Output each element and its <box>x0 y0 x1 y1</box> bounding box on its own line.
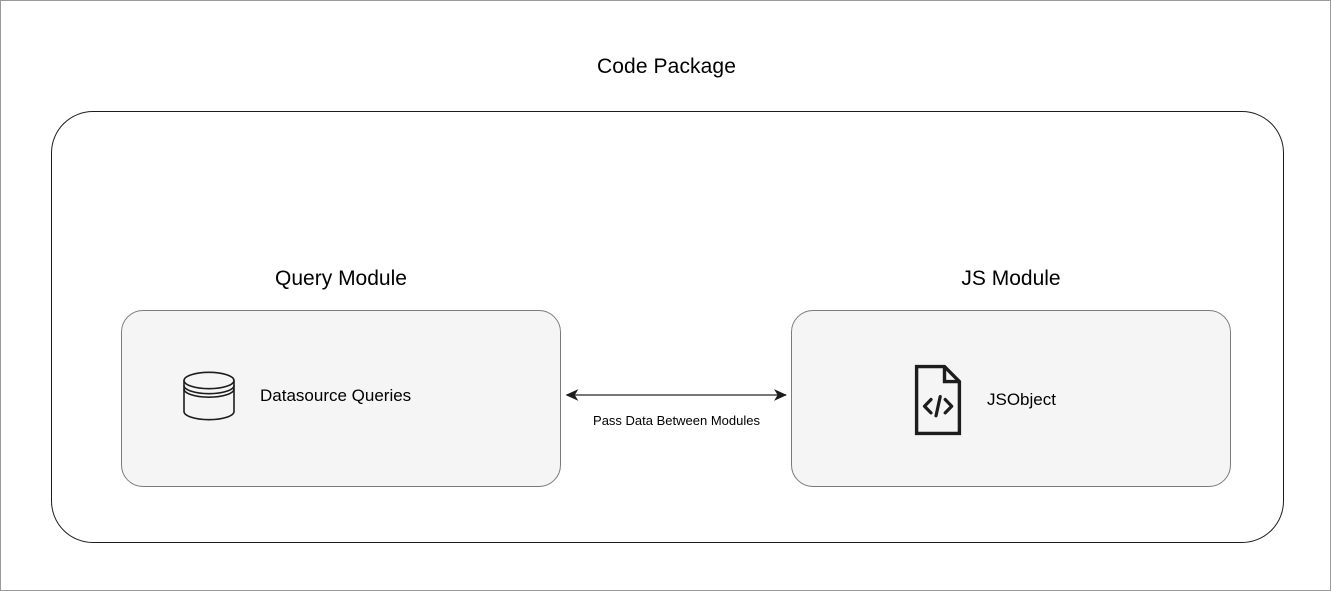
js-module-title: JS Module <box>961 267 1061 290</box>
code-package-container <box>51 111 1284 543</box>
query-module-box[interactable]: Datasource Queries <box>121 310 561 487</box>
jsobject-label: JSObject <box>987 390 1056 409</box>
datasource-queries-label: Datasource Queries <box>260 386 412 405</box>
database-icon <box>182 369 236 423</box>
connector-label: Pass Data Between Modules <box>593 413 760 428</box>
double-headed-arrow-icon <box>561 381 792 411</box>
query-module-title: Query Module <box>275 267 407 290</box>
js-module-box[interactable]: JSObject <box>791 310 1231 487</box>
datasource-queries-item[interactable]: Datasource Queries <box>182 369 411 423</box>
code-file-icon <box>913 363 963 437</box>
page-title: Code Package <box>597 55 736 78</box>
jsobject-item[interactable]: JSObject <box>913 363 1056 437</box>
